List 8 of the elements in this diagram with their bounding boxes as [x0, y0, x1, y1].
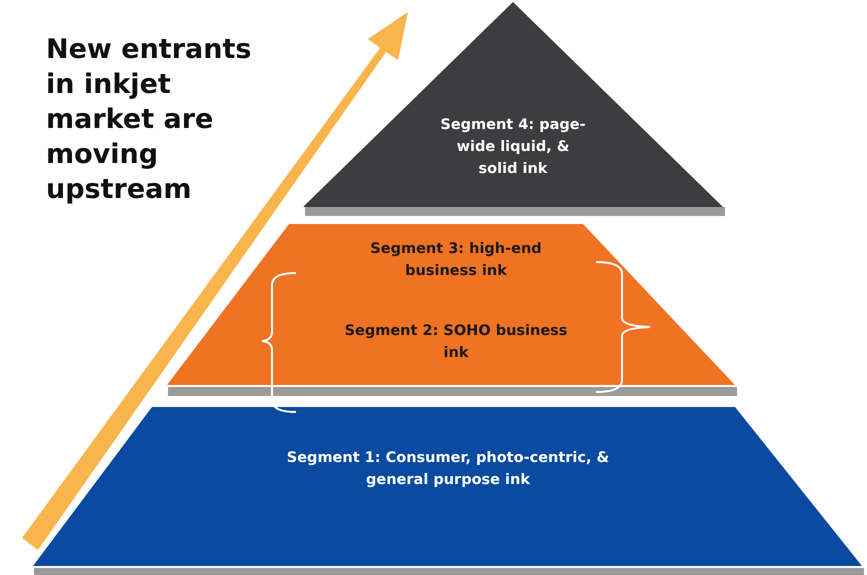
pyramid-tier: [33, 407, 862, 566]
tier-label: Segment 1: Consumer, photo-centric, & general purpose ink: [286, 449, 610, 490]
pyramid-tier: [167, 224, 735, 385]
pyramid-tier: [303, 2, 723, 207]
tier-label: Segment 3: high-end business ink: [369, 240, 543, 281]
tier-label: Segment 2: SOHO business ink: [344, 322, 568, 363]
tier-label: Segment 4: page-wide liquid, & solid ink: [439, 116, 587, 179]
headline-text: New entrants in inkjet market are moving upstream: [46, 33, 252, 207]
